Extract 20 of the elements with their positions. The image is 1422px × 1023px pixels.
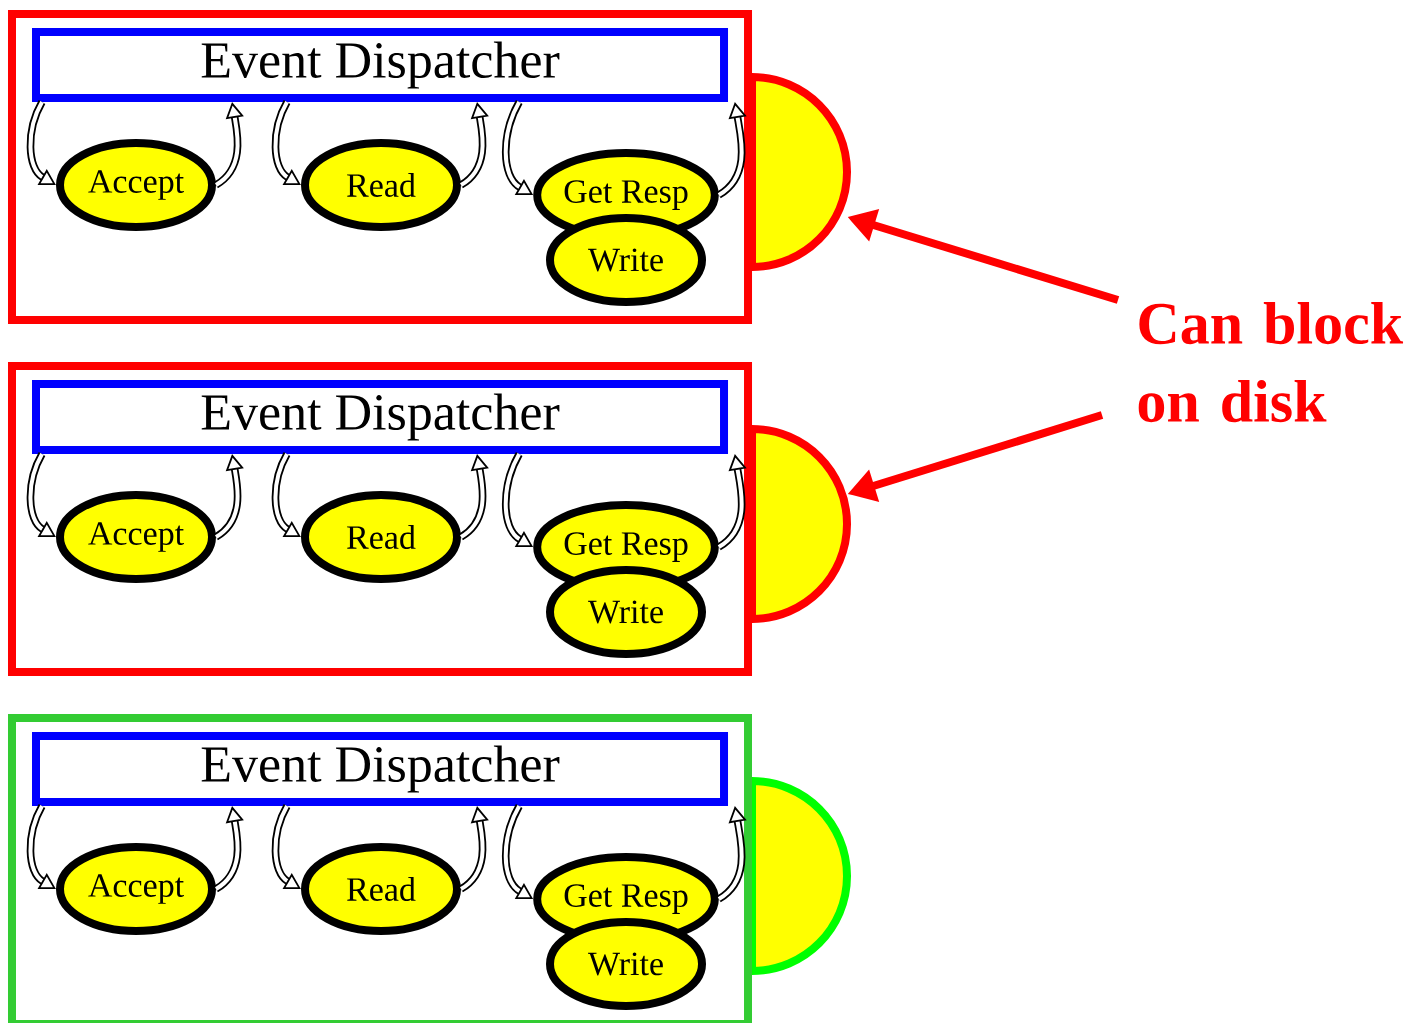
curved-arrow: [458, 454, 489, 541]
note-text: Can block on disk: [1138, 301, 1404, 423]
curved-arrow: [213, 102, 244, 189]
curved-arrow: [26, 100, 56, 185]
curved-arrow: [271, 452, 301, 537]
dispatcher-box: Event Dispatcher: [32, 28, 728, 102]
curved-arrow: [26, 452, 56, 537]
dispatcher-box: Event Dispatcher: [32, 380, 728, 454]
curved-arrow: [458, 806, 489, 893]
curved-arrow: [213, 806, 244, 893]
curved-arrow: [271, 804, 301, 889]
curved-arrow: [26, 804, 56, 889]
dispatcher-box: Event Dispatcher: [32, 732, 728, 806]
panel-frame: [8, 10, 752, 324]
node-label: Write: [588, 952, 663, 976]
curved-arrow: [213, 454, 244, 541]
panel-frame: [8, 714, 752, 1023]
panel-frame: [8, 362, 752, 676]
curved-arrow: [458, 102, 489, 189]
curved-arrow: [271, 100, 301, 185]
